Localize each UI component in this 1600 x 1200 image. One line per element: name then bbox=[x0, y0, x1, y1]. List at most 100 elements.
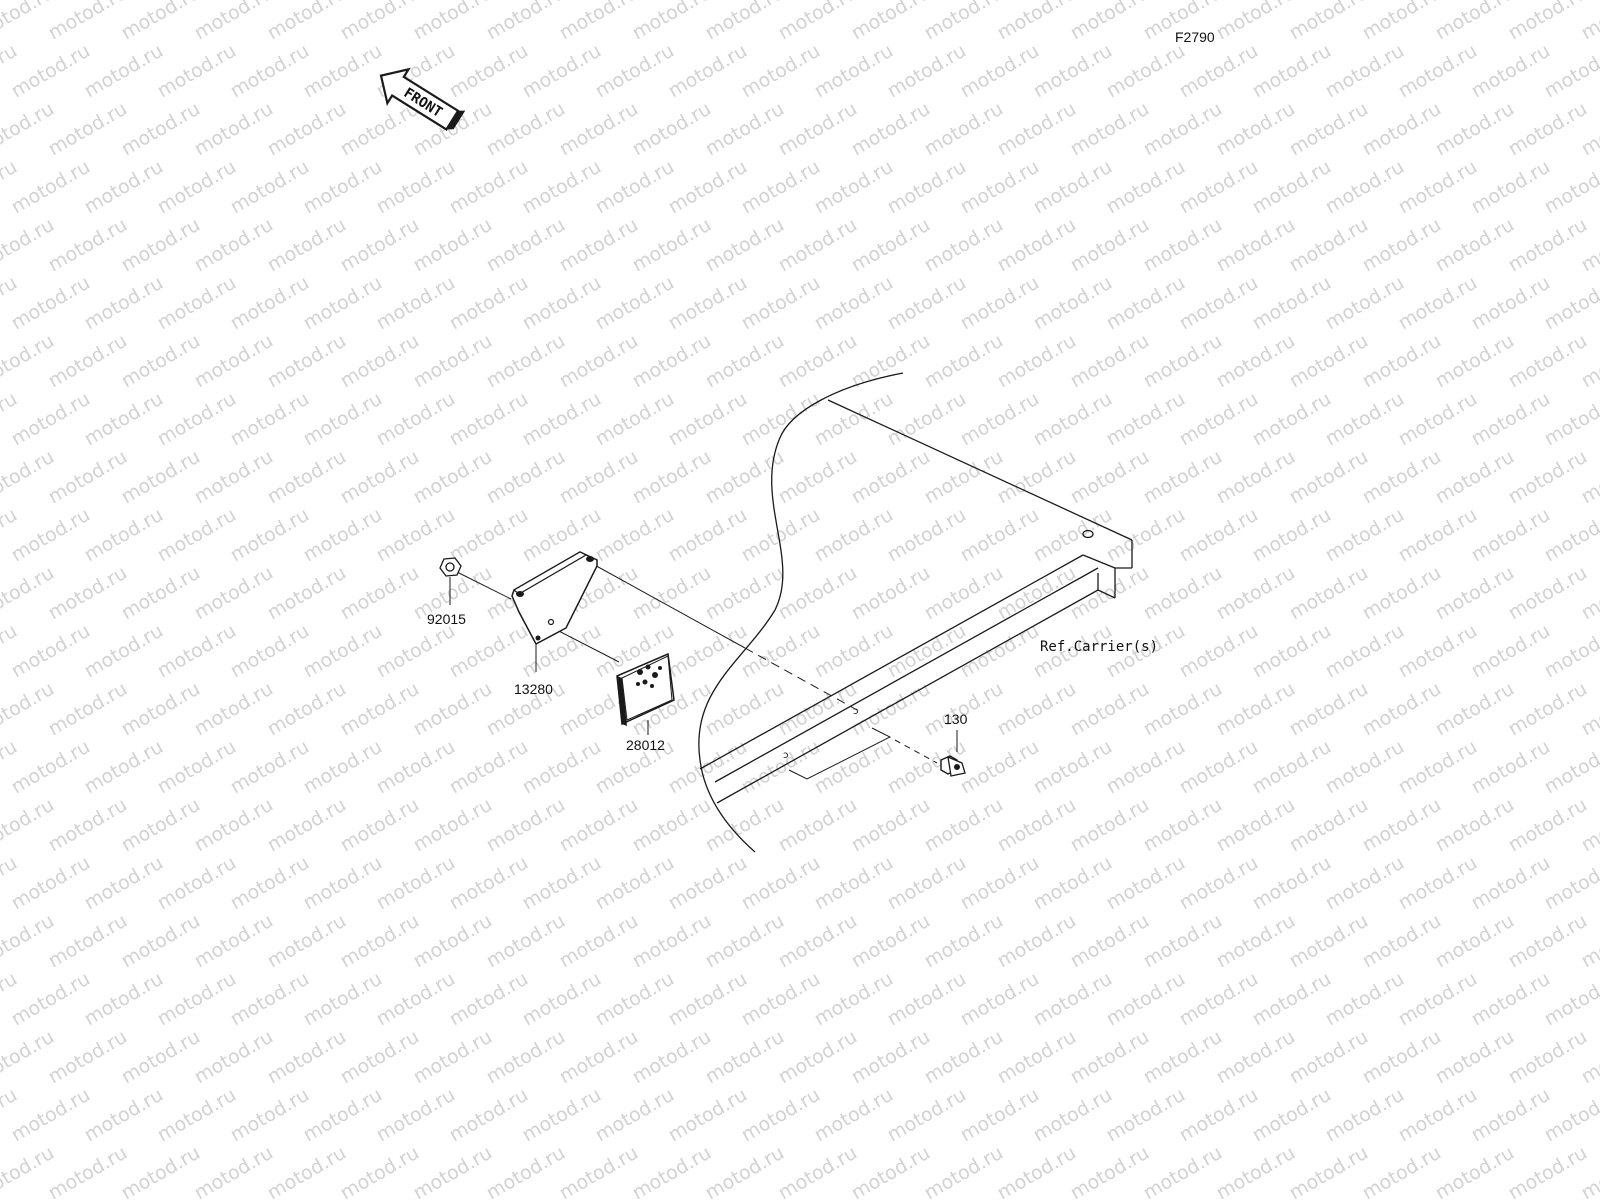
watermark-text: motod.ru bbox=[227, 736, 313, 799]
watermark-text: motod.ru bbox=[1140, 446, 1226, 509]
watermark-text: motod.ru bbox=[191, 330, 277, 393]
watermark-text: motod.ru bbox=[45, 678, 131, 741]
watermark-text: motod.ru bbox=[264, 98, 350, 161]
watermark-text: motod.ru bbox=[300, 156, 386, 219]
watermark-text: motod.ru bbox=[811, 40, 897, 103]
reflector-icon[interactable] bbox=[616, 652, 675, 735]
watermark-text: motod.ru bbox=[1030, 40, 1116, 103]
watermark-text: motod.ru bbox=[1103, 968, 1189, 1031]
watermark-text: motod.ru bbox=[994, 446, 1080, 509]
watermark-text: motod.ru bbox=[1286, 678, 1372, 741]
watermark-text: motod.ru bbox=[1030, 852, 1116, 915]
watermark-text: motod.ru bbox=[1505, 562, 1591, 625]
watermark-text: motod.ru bbox=[191, 214, 277, 277]
watermark-text: motod.ru bbox=[1213, 446, 1299, 509]
watermark-text: motod.ru bbox=[592, 852, 678, 915]
watermark-text: motod.ru bbox=[1468, 156, 1554, 219]
watermark-text: motod.ru bbox=[1395, 968, 1481, 1031]
watermark-text: motod.ru bbox=[592, 968, 678, 1031]
watermark-text: motod.ru bbox=[446, 504, 532, 567]
watermark-text: motod.ru bbox=[1541, 620, 1600, 683]
watermark-text: motod.ru bbox=[957, 968, 1043, 1031]
watermark-text: motod.ru bbox=[300, 388, 386, 451]
watermark-text: motod.ru bbox=[519, 156, 605, 219]
watermark-text: motod.ru bbox=[1395, 736, 1481, 799]
watermark-text: motod.ru bbox=[264, 0, 350, 44]
watermark-text: motod.ru bbox=[994, 910, 1080, 973]
watermark-text: motod.ru bbox=[8, 272, 94, 335]
watermark-text: motod.ru bbox=[1395, 272, 1481, 335]
watermark-text: motod.ru bbox=[8, 1084, 94, 1147]
watermark-text: motod.ru bbox=[1103, 504, 1189, 567]
watermark-text: motod.ru bbox=[8, 504, 94, 567]
watermark-text: motod.ru bbox=[811, 968, 897, 1031]
watermark-text: motod.ru bbox=[1432, 214, 1518, 277]
watermark-text: motod.ru bbox=[556, 214, 642, 277]
nut-icon[interactable] bbox=[439, 557, 462, 605]
carrier-reference: ɔ ɔ bbox=[698, 372, 1133, 853]
watermark-text: motod.ru bbox=[556, 446, 642, 509]
watermark-text: motod.ru bbox=[1103, 736, 1189, 799]
watermark-text: motod.ru bbox=[45, 446, 131, 509]
watermark-text: motod.ru bbox=[1359, 0, 1445, 44]
watermark-text: motod.ru bbox=[775, 446, 861, 509]
watermark-text: motod.ru bbox=[994, 330, 1080, 393]
reference-carrier-label[interactable]: Ref.Carrier(s) bbox=[1040, 639, 1158, 655]
watermark-text: motod.ru bbox=[154, 388, 240, 451]
watermark-text: motod.ru bbox=[1067, 678, 1153, 741]
watermark-text: motod.ru bbox=[994, 0, 1080, 44]
watermark-text: motod.ru bbox=[191, 562, 277, 625]
watermark-text: motod.ru bbox=[1541, 388, 1600, 451]
watermark-text: motod.ru bbox=[629, 98, 715, 161]
watermark-text: motod.ru bbox=[629, 562, 715, 625]
watermark-text: motod.ru bbox=[921, 910, 1007, 973]
part-number-13280[interactable]: 13280 bbox=[514, 681, 553, 697]
bolt-icon[interactable] bbox=[940, 730, 966, 777]
watermark-text: motod.ru bbox=[629, 214, 715, 277]
watermark-text: motod.ru bbox=[1103, 40, 1189, 103]
part-number-28012[interactable]: 28012 bbox=[626, 737, 665, 753]
watermark-text: motod.ru bbox=[1286, 562, 1372, 625]
watermark-text: motod.ru bbox=[921, 1142, 1007, 1200]
watermark-text: motod.ru bbox=[1395, 852, 1481, 915]
watermark-text: motod.ru bbox=[118, 330, 204, 393]
watermark-text: motod.ru bbox=[556, 0, 642, 44]
watermark-text: motod.ru bbox=[1468, 504, 1554, 567]
watermark-text: motod.ru bbox=[1432, 678, 1518, 741]
part-number-130[interactable]: 130 bbox=[944, 711, 968, 727]
watermark-text: motod.ru bbox=[1505, 0, 1591, 44]
part-number-92015[interactable]: 92015 bbox=[427, 611, 466, 627]
watermark-text: motod.ru bbox=[227, 620, 313, 683]
watermark-text: motod.ru bbox=[154, 504, 240, 567]
watermark-text: motod.ru bbox=[81, 968, 167, 1031]
watermark-text: motod.ru bbox=[81, 40, 167, 103]
watermark-text: motod.ru bbox=[921, 330, 1007, 393]
watermark-text: motod.ru bbox=[1468, 388, 1554, 451]
watermark-text: motod.ru bbox=[556, 98, 642, 161]
watermark-text: motod.ru bbox=[483, 98, 569, 161]
watermark-text: motod.ru bbox=[1213, 1026, 1299, 1089]
watermark-text: motod.ru bbox=[884, 40, 970, 103]
watermark-text: motod.ru bbox=[446, 272, 532, 335]
watermark-text: motod.ru bbox=[1359, 910, 1445, 973]
watermark-text: motod.ru bbox=[738, 272, 824, 335]
watermark-text: motod.ru bbox=[410, 1142, 496, 1200]
watermark-text: motod.ru bbox=[775, 678, 861, 741]
watermark-text: motod.ru bbox=[702, 562, 788, 625]
plate-bracket-icon[interactable] bbox=[511, 551, 598, 672]
watermark-text: motod.ru bbox=[738, 504, 824, 567]
watermark-text: motod.ru bbox=[665, 156, 751, 219]
watermark-text: motod.ru bbox=[191, 1026, 277, 1089]
watermark-text: motod.ru bbox=[154, 620, 240, 683]
watermark-text: motod.ru bbox=[81, 852, 167, 915]
watermark-text: motod.ru bbox=[45, 794, 131, 857]
watermark-text: motod.ru bbox=[775, 98, 861, 161]
watermark-text: motod.ru bbox=[519, 388, 605, 451]
watermark-text: motod.ru bbox=[483, 1142, 569, 1200]
watermark-text: motod.ru bbox=[1140, 678, 1226, 741]
watermark-text: motod.ru bbox=[1322, 736, 1408, 799]
watermark-text: motod.ru bbox=[264, 1142, 350, 1200]
watermark-text: motod.ru bbox=[848, 562, 934, 625]
